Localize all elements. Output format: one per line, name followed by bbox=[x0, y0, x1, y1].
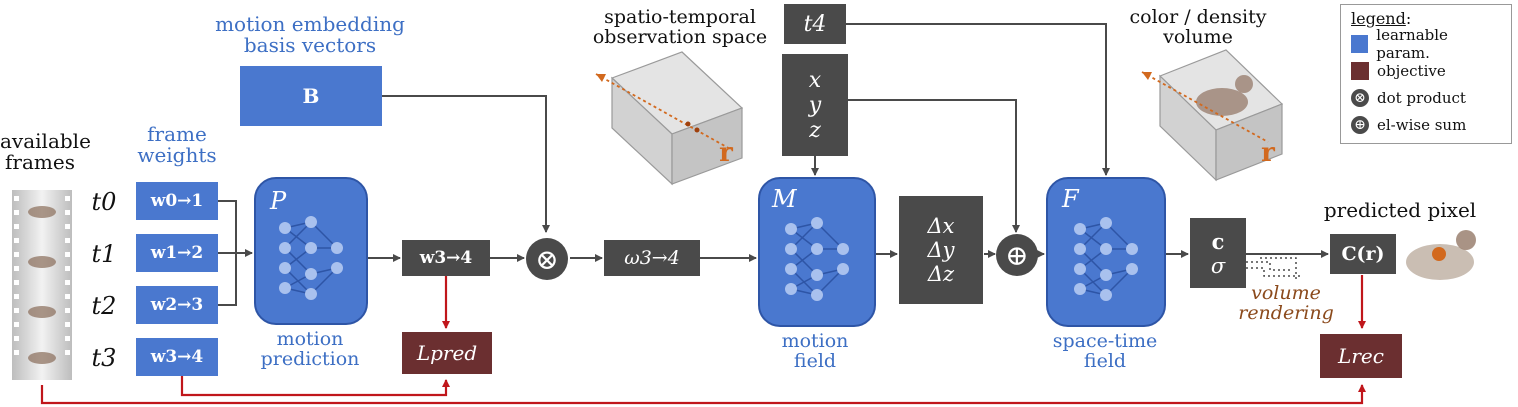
legend-item-dot-product: ⊗ dot product bbox=[1351, 84, 1501, 111]
delta-y-text: Δy bbox=[927, 238, 955, 262]
volume-rendering-label: volume rendering bbox=[1238, 282, 1334, 324]
t1-text: t1 bbox=[91, 240, 117, 268]
c-text: c bbox=[1211, 228, 1225, 254]
delta-box: Δx Δy Δz bbox=[899, 196, 983, 304]
delta-x-text: Δx bbox=[927, 214, 955, 238]
motion-prediction-label: motion prediction bbox=[260, 328, 360, 370]
otimes-icon: ⊗ bbox=[535, 242, 559, 276]
objective-swatch bbox=[1351, 61, 1369, 80]
ray-label-observation: r bbox=[719, 138, 733, 168]
omega-box: ω3→4 bbox=[604, 240, 700, 276]
neural-net-icon bbox=[1074, 217, 1138, 301]
weight-w23-text: w2→3 bbox=[150, 295, 204, 315]
otimes-icon: ⊗ bbox=[1351, 88, 1369, 107]
network-P-label: P bbox=[270, 187, 287, 215]
weight-w01-text: w0→1 bbox=[150, 191, 204, 211]
film-strip bbox=[12, 190, 72, 380]
sigma-text: σ bbox=[1210, 253, 1226, 278]
available-frames-label: available frames bbox=[0, 129, 91, 174]
frame-weights-label: frame weights bbox=[137, 122, 217, 167]
predicted-weight-text: w3→4 bbox=[419, 248, 473, 268]
dot-product-op: ⊗ bbox=[526, 238, 568, 280]
oplus-icon: ⊕ bbox=[1005, 238, 1029, 272]
legend: legend: learnable param. objective ⊗ dot… bbox=[1340, 4, 1512, 144]
t3-label: t3 bbox=[84, 344, 124, 372]
t1-label: t1 bbox=[84, 240, 124, 268]
legend-param-label: learnable param. bbox=[1376, 25, 1448, 62]
t0-label: t0 bbox=[84, 188, 124, 216]
delta-z-text: Δz bbox=[927, 262, 955, 286]
network-M-label: M bbox=[772, 185, 797, 213]
predicted-pixel-image bbox=[1406, 230, 1476, 280]
motion-field-network: M bbox=[758, 177, 876, 327]
weight-box-w01: w0→1 bbox=[136, 182, 218, 220]
weight-box-w34: w3→4 bbox=[136, 338, 218, 376]
predicted-color-text: C(r) bbox=[1341, 243, 1385, 265]
motion-embedding-label: motion embedding basis vectors bbox=[215, 12, 405, 57]
color-density-volume-box bbox=[1141, 49, 1284, 182]
weight-box-w12: w1→2 bbox=[136, 234, 218, 272]
ray-label-volume: r bbox=[1261, 138, 1275, 168]
space-time-field-network: F bbox=[1046, 177, 1166, 327]
t4-box: t4 bbox=[784, 4, 846, 44]
y-text: y bbox=[808, 92, 822, 118]
color-density-label: color / density volume bbox=[1129, 6, 1267, 48]
el-wise-sum-op: ⊕ bbox=[996, 234, 1038, 276]
t2-label: t2 bbox=[84, 292, 124, 320]
weight-box-w23: w2→3 bbox=[136, 286, 218, 324]
weight-w12-text: w1→2 bbox=[150, 243, 204, 263]
legend-sum-label: el-wise sum bbox=[1377, 115, 1467, 134]
basis-vectors-box: B bbox=[240, 66, 382, 126]
legend-objective-label: objective bbox=[1377, 61, 1446, 80]
x-text: x bbox=[808, 67, 822, 93]
predicted-weight-box: w3→4 bbox=[402, 240, 490, 276]
z-text: z bbox=[809, 117, 821, 143]
legend-title: legend: bbox=[1351, 9, 1412, 28]
legend-item-sum: ⊕ el-wise sum bbox=[1351, 111, 1501, 138]
oplus-icon: ⊕ bbox=[1351, 115, 1369, 134]
legend-item-param: learnable param. bbox=[1351, 26, 1501, 62]
observation-space-box bbox=[595, 51, 744, 186]
legend-item-objective: objective bbox=[1351, 57, 1501, 84]
loss-rec-box: Lrec bbox=[1320, 334, 1402, 378]
legend-dot-product-label: dot product bbox=[1377, 88, 1466, 107]
weight-w34-text: w3→4 bbox=[150, 347, 204, 367]
predicted-pixel-label: predicted pixel bbox=[1323, 198, 1477, 222]
neural-net-icon bbox=[279, 216, 343, 300]
spatio-temporal-label: spatio-temporal observation space bbox=[592, 6, 768, 48]
t3-text: t3 bbox=[91, 344, 117, 372]
motion-prediction-network: P bbox=[254, 177, 368, 325]
t0-text: t0 bbox=[91, 188, 117, 216]
neural-net-icon bbox=[785, 217, 849, 301]
xyz-box: x y z bbox=[782, 54, 848, 156]
param-swatch bbox=[1351, 34, 1369, 53]
loss-pred-text: Lpred bbox=[416, 341, 478, 365]
t2-text: t2 bbox=[91, 292, 117, 320]
basis-B-text: B bbox=[302, 84, 320, 108]
t4-text: t4 bbox=[803, 11, 827, 37]
loss-pred-box: Lpred bbox=[402, 332, 492, 374]
omega-text: ω3→4 bbox=[624, 247, 680, 269]
space-time-field-label: space-time field bbox=[1052, 330, 1158, 372]
motion-field-label: motion field bbox=[781, 330, 849, 372]
predicted-color-box: C(r) bbox=[1330, 234, 1396, 274]
color-density-output-box: c σ bbox=[1190, 218, 1246, 288]
network-F-label: F bbox=[1062, 185, 1079, 213]
loss-rec-text: Lrec bbox=[1338, 344, 1384, 368]
legend-title-text: legend bbox=[1351, 9, 1406, 28]
